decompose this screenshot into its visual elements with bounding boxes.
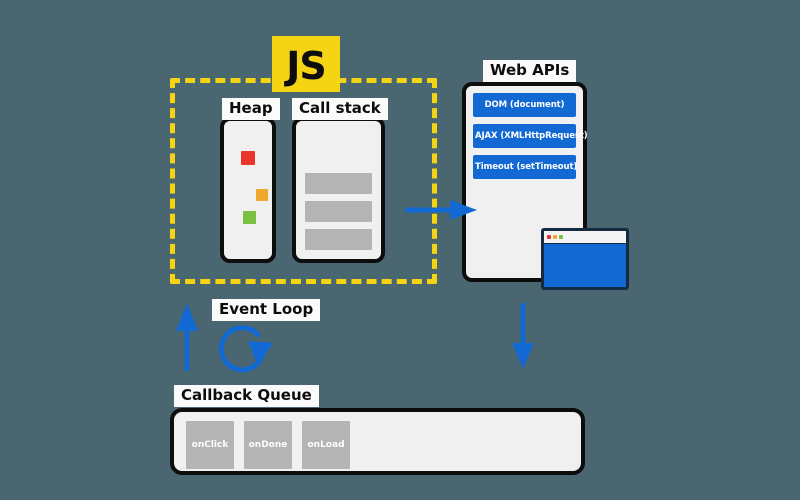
callback-queue-panel: onClick onDone onLoad [170,408,585,475]
stack-frame-1 [305,173,372,194]
web-apis-list: DOM (document) AJAX (XMLHttpRequest) Tim… [473,93,588,179]
callback-item-ondone[interactable]: onDone [244,421,292,469]
arrow-to-web-apis [405,200,477,220]
arrow-to-call-stack [176,303,198,371]
callback-queue-caption: Callback Queue [174,385,319,407]
window-dot-green [559,235,563,239]
callback-item-onload[interactable]: onLoad [302,421,350,469]
call-stack-frames [305,173,372,250]
browser-titlebar [544,231,626,244]
callback-item-onclick[interactable]: onClick [186,421,234,469]
heap-caption: Heap [222,98,280,120]
stack-frame-3 [305,229,372,250]
heap-panel [220,117,276,263]
event-loop-circular-arrow [218,325,273,373]
js-logo-label: JS [286,44,327,88]
stack-frame-2 [305,201,372,222]
callback-queue-items: onClick onDone onLoad [186,421,350,469]
heap-object-red [241,151,255,165]
web-api-chip-ajax[interactable]: AJAX (XMLHttpRequest) [473,124,588,148]
web-api-chip-timeout[interactable]: Timeout (setTimeout) [473,155,577,179]
arrow-to-callback-queue [512,303,534,369]
call-stack-panel [292,117,385,263]
web-api-chip-dom[interactable]: DOM (document) [473,93,576,117]
window-dot-red [547,235,551,239]
window-dot-orange [553,235,557,239]
heap-object-green [243,211,256,224]
event-loop-caption: Event Loop [212,299,321,321]
call-stack-caption: Call stack [292,98,388,120]
web-apis-caption: Web APIs [483,60,577,82]
browser-window-icon [541,228,629,290]
heap-object-orange [256,189,268,201]
js-logo-badge: JS [272,36,340,92]
